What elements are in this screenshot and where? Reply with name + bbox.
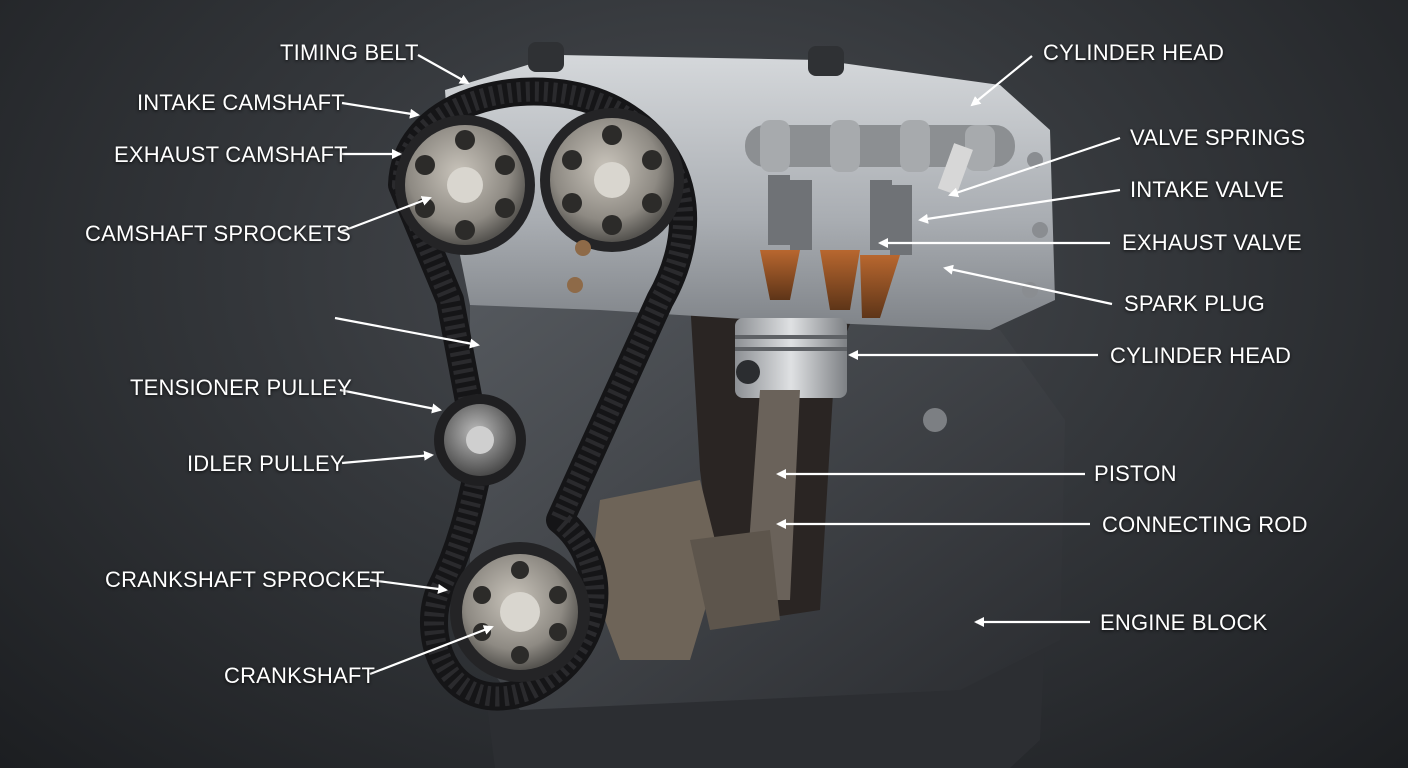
- block-bolt: [567, 277, 583, 293]
- head-bolt: [1027, 152, 1043, 168]
- head-bolt: [1022, 282, 1038, 298]
- label-exhaust-valve: EXHAUST VALVE: [1122, 230, 1302, 255]
- exhaust-camshaft-sprocket: [540, 108, 684, 252]
- label-intake-valve: INTAKE VALVE: [1130, 177, 1285, 202]
- label-idler-pulley: IDLER PULLEY: [187, 451, 345, 476]
- piston-ring: [735, 335, 847, 339]
- label-connecting-rod: CONNECTING ROD: [1102, 512, 1308, 537]
- cam-cap-2: [808, 46, 844, 76]
- label-exhaust-camshaft: EXHAUST CAMSHAFT: [114, 142, 348, 167]
- wrist-pin: [736, 360, 760, 384]
- label-intake-camshaft: INTAKE CAMSHAFT: [137, 90, 345, 115]
- label-camshaft-sprockets: CAMSHAFT SPROCKETS: [85, 221, 352, 246]
- cam-lobe: [760, 120, 790, 172]
- camshaft-shape: [745, 125, 1015, 167]
- label-tensioner-pulley: TENSIONER PULLEY: [130, 375, 353, 400]
- block-bolt: [923, 408, 947, 432]
- label-spark-plug: SPARK PLUG: [1124, 291, 1265, 316]
- cam-cap-1: [528, 42, 564, 72]
- label-valve-springs: VALVE SPRINGS: [1130, 125, 1306, 150]
- cam-lobe: [900, 120, 930, 172]
- label-engine-block: ENGINE BLOCK: [1100, 610, 1268, 635]
- crank-throw: [690, 530, 780, 630]
- crank-throw: [590, 480, 720, 660]
- label-timing-belt: TIMING BELT: [280, 40, 419, 65]
- piston-ring: [735, 347, 847, 351]
- crankshaft-sprocket-shape: [450, 542, 590, 682]
- cam-lobe: [965, 125, 995, 171]
- label-cylinder-head-top: CYLINDER HEAD: [1043, 40, 1225, 65]
- intake-camshaft-sprocket: [395, 115, 535, 255]
- block-bolt: [575, 240, 591, 256]
- head-bolt: [1032, 222, 1048, 238]
- label-cylinder-head-mid: CYLINDER HEAD: [1110, 343, 1292, 368]
- piston-shape: [735, 318, 847, 398]
- cam-lobe: [830, 120, 860, 172]
- label-piston: PISTON: [1094, 461, 1177, 486]
- valve-train: [760, 143, 973, 318]
- tensioner-pulley-shape: [434, 394, 526, 486]
- label-crankshaft-sprocket: CRANKSHAFT SPROCKET: [105, 567, 385, 592]
- label-crankshaft: CRANKSHAFT: [224, 663, 376, 688]
